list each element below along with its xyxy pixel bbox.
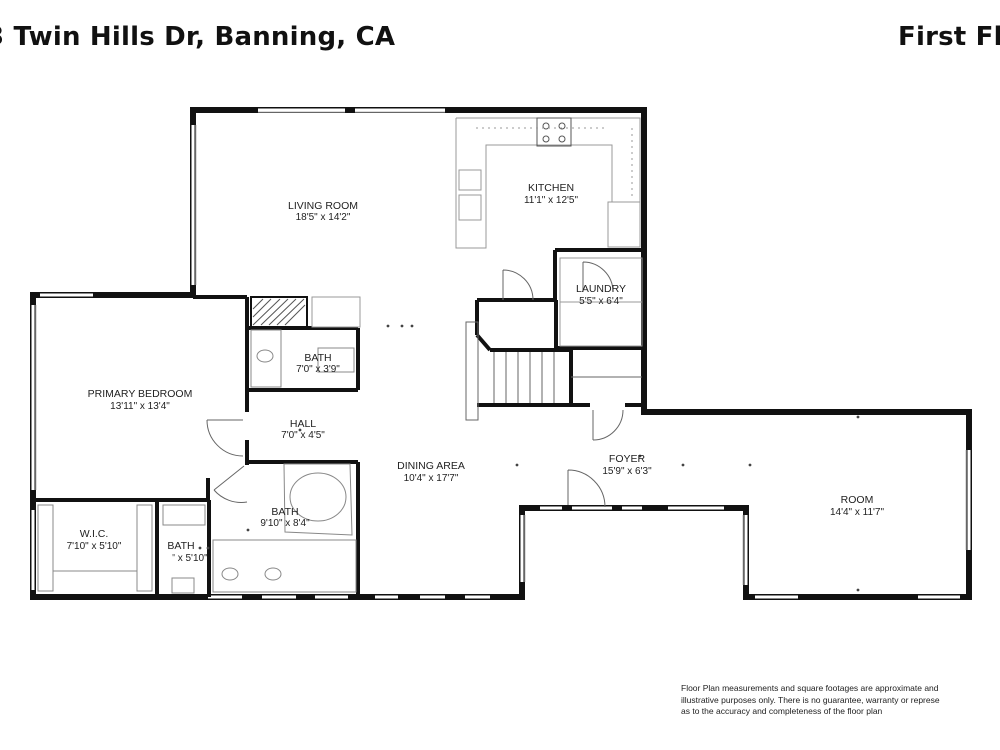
laundry-appliances [559,257,643,347]
fireplace [250,296,361,328]
disclaimer-line-1: Floor Plan measurements and square foota… [681,683,939,693]
hall-dims: 7'0" x 4'5" [281,430,325,441]
bath-primary-dims: 9'10" x 8'4" [260,518,310,529]
windows [31,108,971,599]
floor-label: First Flo [898,22,1000,52]
primary-bedroom-label: PRIMARY BEDROOM [87,388,193,400]
disclaimer-line-3: as to the accuracy and completeness of t… [681,706,883,716]
fixture-dots [198,324,860,592]
bath-small-label: BATH [304,352,332,364]
property-address: 3 Twin Hills Dr, Banning, CA [0,22,396,52]
door-swings [206,261,624,508]
laundry-dims: 5'5" x 6'4" [579,296,623,307]
room-dims: 14'4" x 11'7" [829,507,885,518]
bath-side-label: BATH [167,540,195,552]
disclaimer-line-2: illustrative purposes only. There is no … [681,694,940,705]
wic-label: W.I.C. [79,528,109,540]
foyer-dims: 15'9" x 6'3" [602,466,652,477]
bath-fixtures [162,329,357,594]
stairs [465,321,642,421]
laundry-label: LAUNDRY [576,283,626,295]
primary-bedroom-dims: 13'11" x 13'4" [110,401,170,412]
wic-shelving [37,504,153,592]
bath-side-dims: 7'0" x 5'10" [158,553,208,564]
kitchen-dims: 11'1" x 12'5" [523,195,579,206]
kitchen-counters [455,117,641,249]
window-panes [35,111,967,585]
wic-dims: 7'10" x 5'10" [66,541,122,552]
room-label: ROOM [840,494,874,506]
living-room-label: LIVING ROOM [287,200,359,212]
disclaimer: Floor Plan measurements and square foota… [681,683,940,718]
bath-primary-label: BATH [271,506,299,518]
dining-area-dims: 10'4" x 17'7" [403,473,459,484]
kitchen-label: KITCHEN [527,182,575,194]
bath-small-dims: 7'0" x 3'9" [296,364,340,375]
hall-label: HALL [289,418,317,430]
living-room-dims: 18'5" x 14'2" [295,212,351,223]
dining-area-label: DINING AREA [397,460,465,472]
exterior-walls [30,107,972,600]
foyer-label: FOYER [608,453,646,465]
